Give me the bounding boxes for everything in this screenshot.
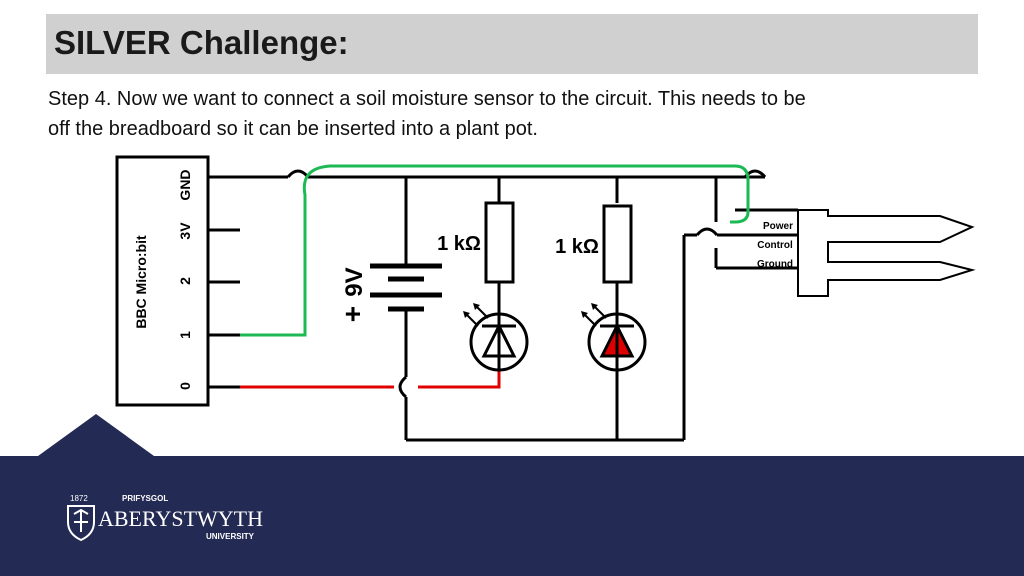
microbit-board xyxy=(115,155,210,407)
logo-name: ABERYSTWYTH xyxy=(98,506,263,531)
footer-band xyxy=(0,456,1024,576)
green-wire xyxy=(240,164,750,337)
pin-label-2: 2 xyxy=(177,277,193,285)
university-logo: 1872 PRIFYSGOL ABERYSTWYTH UNIVERSITY xyxy=(67,494,263,542)
body-line-2: off the breadboard so it can be inserted… xyxy=(48,118,538,140)
slide-body: Step 4. Now we want to connect a soil mo… xyxy=(48,84,978,144)
black-wires xyxy=(240,169,798,442)
logo-top: PRIFYSGOL xyxy=(122,494,168,503)
resistor-1 xyxy=(484,201,515,284)
led-1 xyxy=(463,303,529,372)
logo-sub: UNIVERSITY xyxy=(206,532,255,541)
pin-stubs xyxy=(208,175,240,389)
pin-label-1: 1 xyxy=(177,331,193,339)
sensor-pin-power: Power xyxy=(763,221,793,232)
pin-label-3v: 3V xyxy=(177,222,193,240)
crest-icon xyxy=(67,505,95,542)
pin-label-0: 0 xyxy=(177,382,193,390)
title-bar: SILVER Challenge: xyxy=(46,14,978,74)
led-2 xyxy=(581,303,647,372)
moisture-sensor xyxy=(797,209,976,297)
red-wire xyxy=(240,370,501,389)
battery-label: 9V xyxy=(341,267,368,296)
microbit-label: BBC Micro:bit xyxy=(133,235,149,329)
battery-symbol xyxy=(370,263,442,312)
logo-year: 1872 xyxy=(70,494,88,503)
sensor-pin-control: Control xyxy=(757,240,793,251)
resistor-2-label: 1 kΩ xyxy=(555,236,599,258)
footer-tab xyxy=(38,414,154,456)
battery-polarity: + xyxy=(337,306,368,322)
body-line-1: Step 4. Now we want to connect a soil mo… xyxy=(48,88,806,110)
resistor-2 xyxy=(602,204,633,284)
slide-title: SILVER Challenge: xyxy=(54,24,349,61)
resistor-1-label: 1 kΩ xyxy=(437,233,481,255)
sensor-pin-ground: Ground xyxy=(757,259,793,270)
pin-label-gnd: GND xyxy=(177,169,193,200)
